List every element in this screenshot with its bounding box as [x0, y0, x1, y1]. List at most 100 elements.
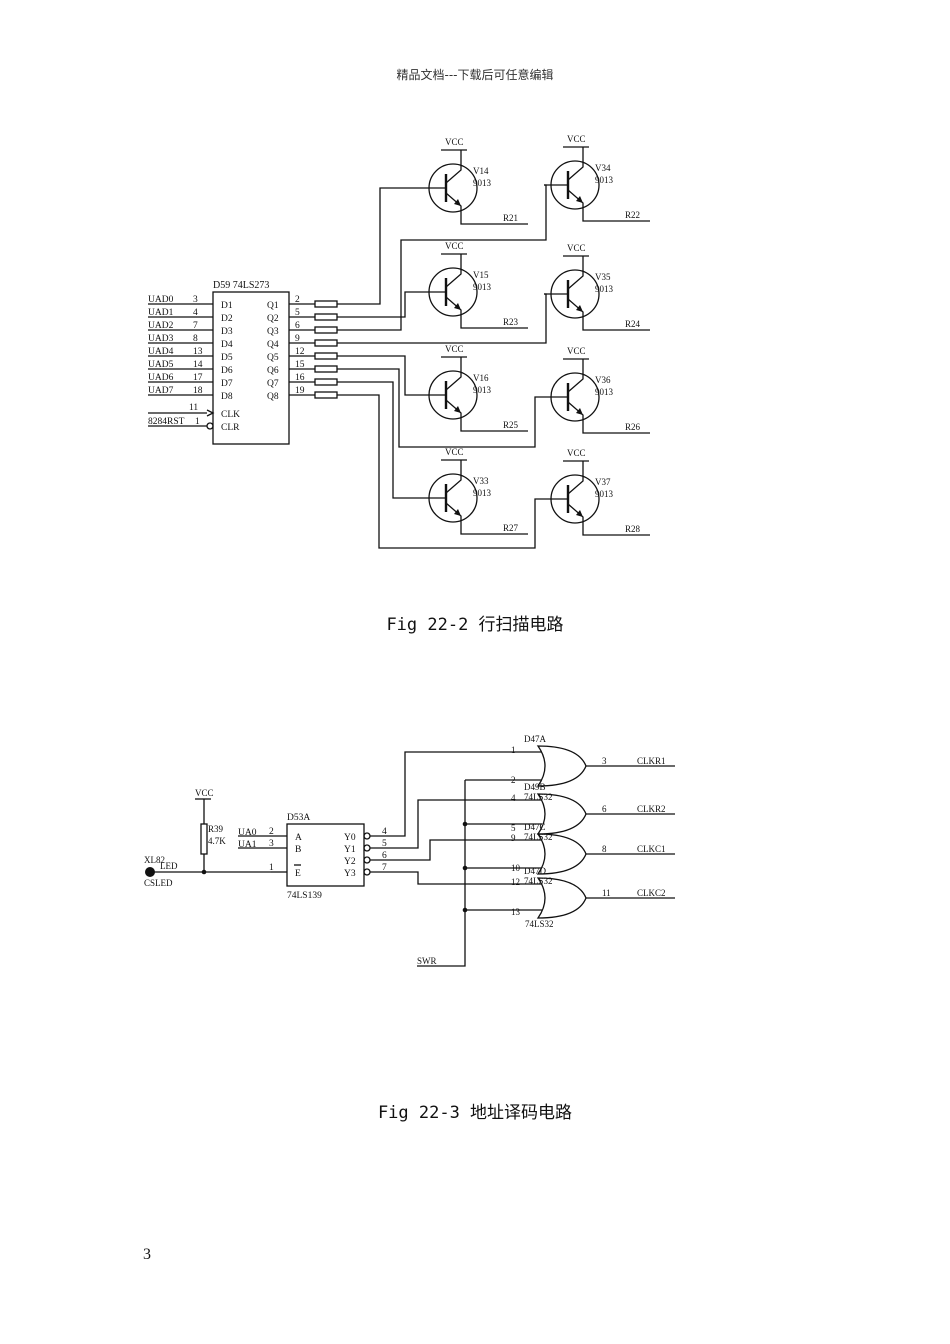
route-q5 [337, 355, 422, 396]
output-pin-name: Q8 [267, 392, 279, 402]
input-pin-number: 14 [193, 360, 203, 370]
input-net-label: UAD0 [148, 295, 174, 305]
decoder-input-pin: 1 [269, 863, 274, 873]
vcc-label: VCC [445, 344, 464, 354]
led-ref: XL82 [144, 855, 165, 865]
transistor-collector [567, 359, 584, 393]
gate-ref: D49B [524, 782, 546, 792]
transistor-collector [567, 256, 584, 290]
gate-part: 74LS32 [524, 792, 553, 802]
resistor-label: R22 [625, 210, 640, 220]
led-label: LED [160, 861, 178, 871]
output-inversion-bubble [363, 844, 371, 852]
series-resistor [314, 339, 338, 347]
input-net-label: UAD3 [148, 334, 174, 344]
output-pin-name: Q1 [267, 301, 279, 311]
output-pin-number: 9 [295, 334, 300, 344]
route-y0 [370, 751, 542, 837]
output-pin-number: 2 [295, 295, 300, 305]
route-q6 [337, 368, 544, 448]
series-resistor [314, 365, 338, 373]
input-pin-number: 3 [193, 295, 198, 305]
resistor-label: R26 [625, 422, 641, 432]
input-net-label: UAD2 [148, 321, 174, 331]
gate-input-pin: 12 [511, 877, 520, 887]
route-q3 [337, 184, 547, 331]
transistor-collector [567, 147, 584, 181]
transistor-emitter [445, 399, 528, 432]
emitter-arrow [454, 406, 461, 413]
decoder-input-name: A [295, 833, 302, 843]
input-net-label: UAD1 [148, 308, 174, 318]
gate-part: 74LS32 [524, 876, 553, 886]
transistor-emitter [567, 298, 650, 331]
vcc-label: VCC [567, 448, 586, 458]
route-q1 [337, 187, 422, 305]
transistor-emitter [445, 502, 528, 535]
series-resistor [314, 378, 338, 386]
transistor-ref: V35 [595, 272, 611, 282]
transistor-emitter [567, 503, 650, 536]
series-resistor [314, 300, 338, 308]
transistor-ref: V14 [473, 166, 489, 176]
input-net-label: UAD7 [148, 386, 174, 396]
output-pin-name: Q7 [267, 379, 279, 389]
decoder-input-pin: 3 [269, 839, 274, 849]
transistor-collector [567, 461, 584, 495]
vcc-label: VCC [567, 134, 586, 144]
junction-dot [462, 907, 468, 913]
transistor-part: 9013 [473, 385, 492, 395]
resistor-r39 [200, 823, 208, 855]
transistor-collector [445, 150, 462, 184]
transistor-part: 9013 [595, 284, 614, 294]
gate-part: 74LS32 [525, 919, 554, 929]
input-pin-name: D4 [221, 340, 233, 350]
decoder-part: 74LS139 [287, 891, 322, 901]
emitter-arrow [454, 199, 461, 206]
transistor-ref: V16 [473, 373, 489, 383]
resistor-label: R21 [503, 213, 518, 223]
page-header: 精品文档---下载后可任意编辑 [396, 68, 554, 82]
decoder-input-name: E [295, 869, 301, 879]
resistor-label: R27 [503, 523, 519, 533]
figure1-caption: Fig 22-2 行扫描电路 [386, 615, 564, 635]
output-pin-number: 19 [295, 386, 305, 396]
gate-output-pin: 11 [602, 888, 611, 898]
decoder-output-pin: 5 [382, 839, 387, 849]
input-net-label: UAD4 [148, 347, 174, 357]
decoder-input-net: UA0 [238, 828, 257, 838]
output-pin-number: 15 [295, 360, 305, 370]
gate-output-pin: 3 [602, 756, 607, 766]
gate-ref: D47D [524, 866, 546, 876]
gate-input-pin: 5 [511, 823, 516, 833]
emitter-arrow [576, 408, 583, 415]
output-pin-name: Q3 [267, 327, 279, 337]
or-gate-symbol [536, 793, 587, 835]
emitter-arrow [576, 305, 583, 312]
emitter-arrow [576, 196, 583, 203]
decoder-output-name: Y2 [344, 857, 356, 867]
gate-input-pin: 13 [511, 907, 521, 917]
or-gate-symbol [536, 833, 587, 875]
vcc-label: VCC [445, 241, 464, 251]
transistor-collector [445, 254, 462, 288]
gate-input-pin: 1 [511, 745, 516, 755]
route-y2 [370, 839, 542, 861]
decoder-output-name: Y0 [344, 833, 356, 843]
clr-pin-name: CLR [221, 423, 240, 433]
emitter-arrow [576, 510, 583, 517]
transistor-part: 9013 [473, 488, 492, 498]
decoder-input-net: UA1 [238, 840, 257, 850]
output-inversion-bubble [363, 856, 371, 864]
transistor-part: 9013 [473, 282, 492, 292]
or-gate-symbol [536, 877, 587, 919]
route-y3 [370, 871, 542, 885]
gate-output-pin: 6 [602, 804, 607, 814]
transistor-emitter [567, 189, 650, 222]
gate-output-pin: 8 [602, 844, 607, 854]
resistor-label: R23 [503, 317, 519, 327]
gate-output-net: CLKR1 [637, 756, 666, 766]
output-inversion-bubble [363, 832, 371, 840]
series-resistor [314, 391, 338, 399]
